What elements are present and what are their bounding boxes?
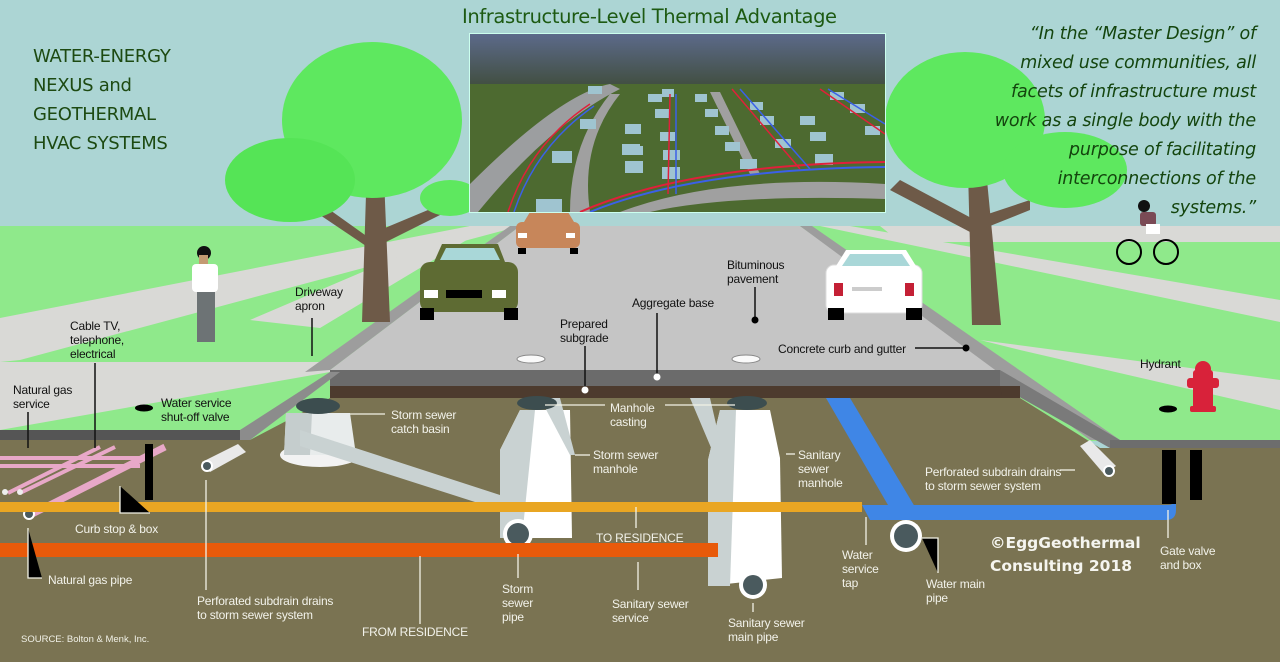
label-sanitary-service: Sanitary sewer service bbox=[612, 597, 689, 625]
pedestrian bbox=[192, 246, 218, 342]
label-manhole-casting: Manhole casting bbox=[610, 401, 655, 429]
photo-title: Infrastructure-Level Thermal Advantage bbox=[462, 5, 837, 28]
label-natural-gas-service: Natural gas service bbox=[13, 383, 73, 411]
left-subdrain bbox=[202, 444, 246, 472]
conduit-end bbox=[17, 489, 23, 495]
storm-sewer-pipe bbox=[507, 523, 529, 545]
label-water-tap: Water service tap bbox=[842, 548, 879, 590]
pavement-marker bbox=[751, 316, 759, 324]
manhole-lid bbox=[731, 354, 761, 364]
street bbox=[570, 94, 620, 212]
right-sidewalk-back bbox=[820, 226, 1280, 322]
label-bituminous-pavement: Bituminous pavement bbox=[727, 258, 785, 286]
conduit-end bbox=[2, 489, 8, 495]
label-storm-pipe: Storm sewer pipe bbox=[502, 582, 534, 624]
manhole-lid bbox=[516, 354, 546, 364]
label-driveway-apron: Driveway apron bbox=[295, 285, 343, 313]
fire-hydrant bbox=[1187, 361, 1219, 412]
cyclist bbox=[1116, 200, 1179, 265]
label-natural-gas-pipe: Natural gas pipe bbox=[48, 573, 133, 587]
curb-stop-box bbox=[145, 444, 153, 500]
label-concrete-curb: Concrete curb and gutter bbox=[778, 342, 906, 356]
subdrain-core bbox=[203, 462, 211, 470]
return-line-from-residence bbox=[0, 543, 718, 557]
right-tree bbox=[885, 52, 1127, 325]
aggregate-marker bbox=[653, 373, 661, 381]
left-tree bbox=[225, 42, 480, 322]
hydrant-valve-cover bbox=[1159, 405, 1177, 413]
label-water-main: Water main pipe bbox=[926, 577, 985, 605]
orange-car bbox=[516, 212, 580, 254]
master-design-quote: “In the “Master Design” of mixed use com… bbox=[994, 24, 1256, 218]
diagram-title: WATER-ENERGY NEXUS and GEOTHERMAL HVAC S… bbox=[33, 46, 171, 154]
label-from-residence: FROM RESIDENCE bbox=[362, 625, 468, 639]
bike-path bbox=[880, 226, 1280, 242]
water-main-horizontal bbox=[862, 495, 1176, 520]
left-sidewalk bbox=[0, 226, 520, 362]
label-gate-valve: Gate valve and box bbox=[1160, 544, 1216, 572]
subgrade-layer bbox=[330, 386, 1020, 398]
source-credit: SOURCE: Bolton & Menk, Inc. bbox=[21, 634, 150, 645]
green-car bbox=[420, 244, 518, 320]
label-water-shutoff: Water service shut-off valve bbox=[161, 396, 232, 424]
label-subdrain-right: Perforated subdrain drains to storm sewe… bbox=[925, 465, 1062, 493]
label-storm-manhole: Storm sewer manhole bbox=[593, 448, 659, 476]
gate-valve-box bbox=[1190, 450, 1202, 500]
label-sanitary-manhole: Sanitary sewer manhole bbox=[798, 448, 843, 490]
label-to-residence: TO RESIDENCE bbox=[596, 531, 684, 545]
label-hydrant: Hydrant bbox=[1140, 357, 1181, 371]
street bbox=[620, 181, 885, 212]
copyright-notice: ©EggGeothermal Consulting 2018 bbox=[990, 534, 1141, 575]
catch-basin bbox=[280, 398, 500, 510]
leader-lines-dark bbox=[27, 287, 966, 448]
sanitary-main-pipe bbox=[743, 575, 763, 595]
label-sanitary-main: Sanitary sewer main pipe bbox=[728, 616, 805, 644]
gate-valve-box bbox=[1162, 450, 1176, 504]
water-shutoff-valve-cover bbox=[135, 404, 153, 412]
water-main-riser bbox=[826, 398, 918, 512]
subgrade-marker bbox=[581, 386, 589, 394]
right-slab-edge bbox=[1110, 440, 1280, 449]
label-cable-tv: Cable TV, telephone, electrical bbox=[70, 319, 125, 361]
water-main-pipe bbox=[894, 524, 918, 548]
label-curb-stop: Curb stop & box bbox=[75, 522, 159, 536]
subdrain-core bbox=[1105, 467, 1113, 475]
aggregate-base-layer bbox=[330, 370, 1000, 386]
left-slab-edge bbox=[0, 430, 240, 440]
leader-lines-light bbox=[27, 404, 1169, 624]
label-catch-basin: Storm sewer catch basin bbox=[391, 408, 457, 436]
label-aggregate-base: Aggregate base bbox=[632, 296, 714, 310]
sanitary-sewer-manhole bbox=[690, 396, 782, 586]
aerial-photo bbox=[469, 33, 886, 213]
curb-marker bbox=[962, 344, 970, 352]
label-subdrain-left: Perforated subdrain drains to storm sewe… bbox=[197, 594, 334, 622]
aerial-photo-graphic bbox=[470, 34, 885, 212]
street bbox=[710, 92, 760, 174]
geothermal-loops-photo bbox=[507, 88, 885, 212]
left-sidewalk-lower bbox=[0, 362, 330, 430]
left-curb-edge bbox=[240, 372, 340, 440]
white-car bbox=[825, 250, 923, 320]
supply-line-to-residence bbox=[0, 502, 862, 512]
highway bbox=[470, 84, 620, 212]
label-prepared-subgrade: Prepared subgrade bbox=[560, 317, 609, 345]
